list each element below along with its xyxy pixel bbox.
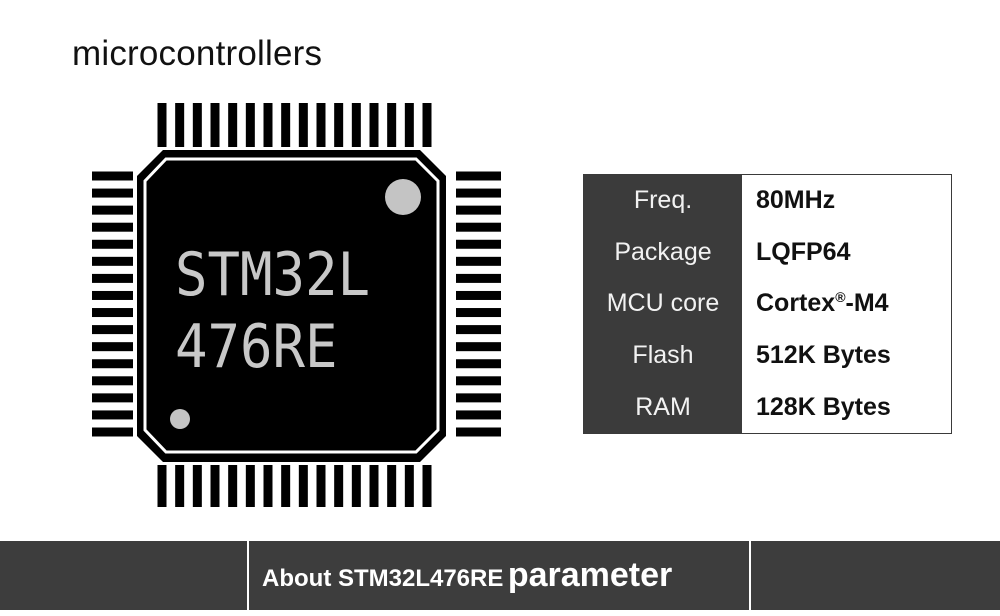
- chip-pin-top: [192, 103, 202, 147]
- chip-pin-right: [456, 239, 501, 249]
- page-title: microcontrollers: [72, 34, 323, 73]
- table-row: MCU core Cortex®-M4: [583, 278, 952, 330]
- chip-body-outer: [137, 150, 446, 462]
- chip-pin-bottom: [281, 465, 291, 507]
- chip-pin-top: [387, 103, 397, 147]
- table-row: RAM 128K Bytes: [583, 381, 952, 434]
- chip-pin-bottom: [404, 465, 414, 507]
- footer-bar: About STM32L476RE parameter: [0, 541, 1000, 610]
- chip-pin-left: [92, 290, 133, 300]
- footer-divider-right: [749, 541, 751, 610]
- spec-label-package: Package: [583, 226, 742, 279]
- registered-mark: ®: [835, 289, 846, 306]
- chip-pin-left: [92, 359, 133, 369]
- spec-value-flash: 512K Bytes: [742, 329, 952, 382]
- chip-label-line2: 476RE: [175, 312, 338, 381]
- chip-pin-top: [369, 103, 379, 147]
- spec-value-core: Cortex®-M4: [742, 278, 952, 330]
- chip-pin-bottom: [298, 465, 308, 507]
- chip-pin-left: [92, 427, 133, 437]
- chip-pin-bottom: [351, 465, 361, 507]
- chip-label-line1: STM32L: [175, 240, 370, 309]
- chip-pin-right: [456, 256, 501, 266]
- chip-pin-bottom: [210, 465, 220, 507]
- chip-pin-bottom: [157, 465, 167, 507]
- chip-pin-left: [92, 171, 133, 181]
- chip-pin-left: [92, 222, 133, 232]
- spec-label-core: MCU core: [583, 278, 742, 330]
- spec-value-ram: 128K Bytes: [742, 381, 952, 434]
- core-name: Cortex: [756, 289, 836, 318]
- chip-pin-left: [92, 325, 133, 335]
- chip-pin-right: [456, 171, 501, 181]
- chip-pin-left: [92, 256, 133, 266]
- chip-pin-right: [456, 290, 501, 300]
- chip-pin-bottom: [263, 465, 273, 507]
- chip-pin-left: [92, 393, 133, 403]
- chip-pin-right: [456, 393, 501, 403]
- chip-pin-left: [92, 308, 133, 318]
- spec-label-ram: RAM: [583, 381, 742, 434]
- chip-pin-right: [456, 427, 501, 437]
- footer-caption: About STM32L476RE parameter: [262, 541, 672, 610]
- footer-divider-left: [247, 541, 249, 610]
- chip-pin-top: [263, 103, 273, 147]
- chip-body-outline: [143, 157, 440, 454]
- table-row: Freq. 80MHz: [583, 174, 952, 227]
- chip-pin-right: [456, 376, 501, 386]
- chip-pin-bottom: [369, 465, 379, 507]
- chip-pin-top: [422, 103, 432, 147]
- spec-value-package: LQFP64: [742, 226, 952, 279]
- chip-pin-top: [210, 103, 220, 147]
- chip-pin-left: [92, 188, 133, 198]
- chip-pin-top: [298, 103, 308, 147]
- chip-pin-right: [456, 205, 501, 215]
- chip-pin-top: [334, 103, 344, 147]
- chip-pin-bottom: [422, 465, 432, 507]
- footer-caption-part2: parameter: [507, 556, 673, 594]
- chip-pin-bottom: [245, 465, 255, 507]
- spec-table: Freq. 80MHz Package LQFP64 MCU core Cort…: [583, 174, 952, 434]
- chip-pin-right: [456, 273, 501, 283]
- chip-pin-top: [228, 103, 238, 147]
- chip-pin-right: [456, 359, 501, 369]
- chip-pin-left: [92, 273, 133, 283]
- chip-pin-top: [175, 103, 185, 147]
- spec-label-flash: Flash: [583, 329, 742, 382]
- chip-pin-right: [456, 308, 501, 318]
- chip-pin-top: [245, 103, 255, 147]
- chip-pin-bottom: [316, 465, 326, 507]
- chip-pin-bottom: [334, 465, 344, 507]
- chip-pin-left: [92, 342, 133, 352]
- chip-dot-marker: [170, 409, 190, 429]
- table-row: Flash 512K Bytes: [583, 329, 952, 382]
- chip-pin-top: [316, 103, 326, 147]
- chip-pin-bottom: [228, 465, 238, 507]
- chip-pin-right: [456, 188, 501, 198]
- chip-pin-left: [92, 376, 133, 386]
- chip-pin-top: [157, 103, 167, 147]
- chip-pin1-marker: [385, 179, 421, 215]
- chip-pin-right: [456, 325, 501, 335]
- chip-pin-right: [456, 222, 501, 232]
- footer-caption-part1: About STM32L476RE: [262, 565, 504, 592]
- chip-pin-right: [456, 342, 501, 352]
- chip-illustration: STM32L 476RE: [92, 103, 501, 507]
- chip-pin-top: [281, 103, 291, 147]
- chip-pin-bottom: [387, 465, 397, 507]
- chip-pin-top: [404, 103, 414, 147]
- spec-label-freq: Freq.: [583, 174, 742, 227]
- chip-pins: [92, 103, 501, 507]
- core-suffix: -M4: [845, 289, 889, 318]
- chip-pin-left: [92, 239, 133, 249]
- table-row: Package LQFP64: [583, 226, 952, 279]
- chip-pin-left: [92, 410, 133, 420]
- chip-pin-right: [456, 410, 501, 420]
- chip-pin-left: [92, 205, 133, 215]
- chip-pin-top: [351, 103, 361, 147]
- spec-value-freq: 80MHz: [742, 174, 952, 227]
- chip-pin-bottom: [175, 465, 185, 507]
- chip-pin-bottom: [192, 465, 202, 507]
